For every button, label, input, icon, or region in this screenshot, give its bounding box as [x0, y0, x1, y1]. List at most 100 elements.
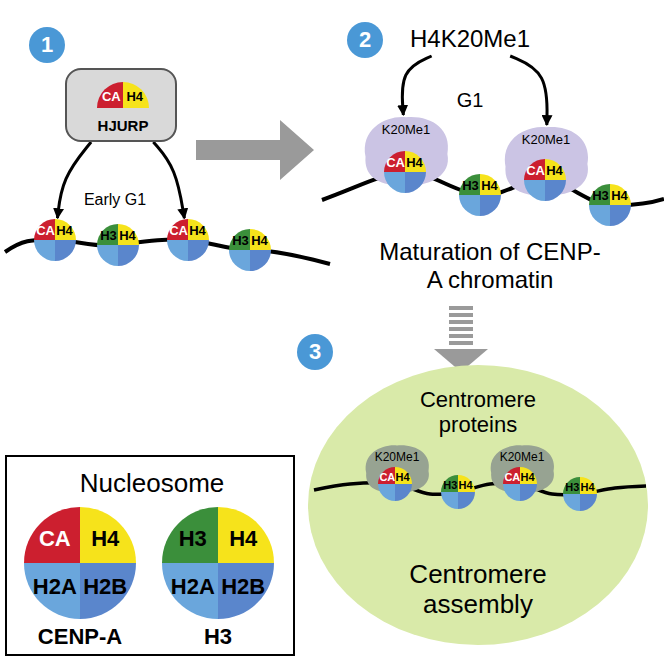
histone-quadrant: [580, 494, 597, 511]
histone-quadrant: [229, 250, 250, 271]
node-text: H2A: [171, 574, 215, 599]
histone-quadrant: [188, 240, 209, 261]
node-text: H4: [189, 224, 206, 239]
histone-quadrant: [34, 219, 55, 240]
histone-quadrant: [24, 563, 80, 619]
histone-quadrant: [188, 219, 209, 240]
histone-quadrant: [458, 492, 475, 509]
histone-quadrant: [610, 184, 631, 205]
histone-quadrant: [589, 184, 610, 205]
node-text: H4: [229, 527, 257, 552]
node-text: H4: [406, 156, 423, 171]
dna-strand: [5, 239, 330, 264]
node-text: K20Me1: [382, 123, 430, 138]
histone-quadrant: [167, 240, 188, 261]
node-text: H3: [565, 481, 579, 494]
histone-quadrant: [384, 151, 405, 172]
nucleosome: CAH4: [378, 467, 412, 501]
legend-box: NucleosomeCAH4H2AH2BCENP-A H3 H4H2AH2B H3: [5, 455, 295, 656]
node-text: Centromere assembly: [388, 560, 568, 620]
arrow-stripe: [449, 313, 473, 317]
stage-caption: Maturation of CENP-A chromatin: [375, 238, 605, 293]
histone-quadrant: [545, 159, 566, 180]
node-text: H4: [481, 179, 498, 194]
histone-quadrant: [250, 229, 271, 250]
node-text: HJURP: [98, 117, 149, 134]
nucleosome: H3H4: [563, 477, 597, 511]
mark-heading: H4K20Me1: [395, 22, 545, 56]
histone-quadrant: [97, 224, 118, 245]
arrow-connector: [510, 56, 547, 125]
histone-quadrant: [480, 195, 501, 216]
histone-quadrant: [378, 484, 395, 501]
histone-quadrant: [503, 467, 520, 484]
node-text: K20Me1: [375, 451, 420, 465]
arrow-stripe: [449, 306, 473, 310]
histone-quadrant: [384, 172, 405, 193]
node-text: H4: [251, 234, 268, 249]
nucleosome: CAH4: [503, 467, 537, 501]
node-text: CA: [102, 90, 121, 105]
histone-quadrant: [250, 250, 271, 271]
dashed-progression-arrow: [434, 306, 488, 372]
nucleosome-caption: CENP-A: [38, 624, 122, 649]
arrow-connector: [402, 56, 431, 115]
node-text: H3: [592, 189, 609, 204]
nucleosome: CAH4: [384, 151, 426, 193]
node-text: 1: [41, 32, 53, 57]
nucleosome: CAH4H2AH2BCENP-A: [24, 507, 136, 653]
arrow-connector: [153, 142, 184, 218]
histone-quadrant: [459, 195, 480, 216]
nucleosome: H3H4: [459, 174, 501, 216]
node-text: Nucleosome: [80, 469, 225, 499]
region-fill: [308, 365, 648, 645]
node-text: H4: [56, 224, 73, 239]
edge-label: Early G1: [82, 191, 148, 209]
nucleosome: CAH4: [167, 219, 209, 261]
nucleosome-caption: H3: [204, 624, 232, 649]
histone-quadrant: [167, 219, 188, 240]
arrow-stripe: [449, 320, 473, 324]
histone-quadrant: [441, 475, 458, 492]
node-text: Centromere proteins: [408, 387, 548, 438]
node-text: CA: [379, 471, 395, 484]
node-text: H3: [443, 479, 457, 492]
nucleosome: H3H4: [441, 475, 475, 509]
histone-quadrant: [55, 219, 76, 240]
arrow-stripe: [449, 341, 473, 345]
histone-quadrant: [123, 82, 149, 108]
node-text: H4: [611, 189, 628, 204]
histone-quadrant: [218, 563, 274, 619]
step-number: 2: [347, 22, 383, 58]
histone-quadrant: [524, 180, 545, 201]
phase-label: G1: [457, 89, 484, 112]
chaperone-box: HJURPCAH4: [65, 68, 177, 142]
node-text: CA: [39, 527, 71, 552]
arrow-stripe: [449, 334, 473, 338]
histone-quadrant: [589, 205, 610, 226]
histone-quadrant: [118, 245, 139, 266]
histone-quadrant: [378, 467, 395, 484]
node-text: H4: [546, 164, 563, 179]
histone-quadrant: [80, 563, 136, 619]
histone-quadrant: [545, 180, 566, 201]
histone-quadrant: [405, 151, 426, 172]
progression-arrow: [196, 120, 314, 180]
node-text: H4: [119, 229, 136, 244]
histone-quadrant: [97, 245, 118, 266]
histone-quadrant: [503, 484, 520, 501]
histone-quadrant: [97, 82, 123, 108]
nucleosome: CAH4: [34, 219, 76, 261]
histone-quadrant: [162, 507, 218, 563]
node-text: H4: [396, 471, 410, 484]
node-text: H2B: [221, 574, 265, 599]
node-text: H3: [179, 527, 207, 552]
nucleosome: H3 H4H2AH2B H3: [162, 507, 274, 653]
node-text: H3: [100, 229, 117, 244]
histone-quadrant: [563, 494, 580, 511]
histone-quadrant: [395, 484, 412, 501]
nucleosome: CAH4: [524, 159, 566, 201]
histone-quadrant: [524, 159, 545, 180]
node-text: CA: [386, 156, 405, 171]
